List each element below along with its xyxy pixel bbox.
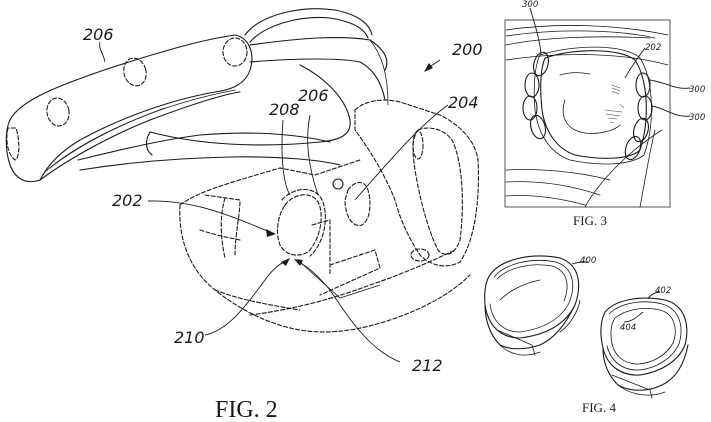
ref-numeral-210: 210	[174, 328, 205, 347]
leader-204	[354, 104, 449, 201]
fig4-ref-404: 404	[620, 323, 636, 333]
leader-206a	[99, 41, 106, 63]
fig4-ref-402: 402	[655, 286, 671, 296]
ref-numeral-206-inner: 206	[298, 86, 329, 105]
ref-numeral-200: 200	[452, 40, 483, 59]
ref-numeral-208: 208	[269, 100, 300, 119]
fig3-ref-300-lower-right: 300	[689, 113, 705, 123]
ref-numeral-204: 204	[448, 93, 479, 112]
ring-402	[600, 297, 689, 399]
fig2-drawing: 206 200 206 208 204 202 210 212	[5, 8, 483, 375]
ref-numeral-206-strap: 206	[83, 25, 114, 44]
ring-400	[484, 255, 581, 356]
fig3-ref-202: 202	[645, 43, 661, 53]
fig3-drawing: 300 202 300 300	[504, 0, 705, 208]
arrowhead-202	[266, 229, 276, 237]
fig2-caption: FIG. 2	[215, 397, 278, 422]
arrowhead-212	[294, 259, 303, 266]
arrowhead-210	[281, 258, 290, 266]
fig3-ref-300-top: 300	[522, 0, 538, 10]
arrowhead-200	[424, 63, 433, 72]
leader-210	[204, 261, 286, 336]
fig4-drawing: 400 402 404	[484, 255, 689, 399]
visor-housing	[179, 99, 479, 333]
leader-212	[297, 261, 401, 363]
leader-202	[147, 200, 271, 233]
fig4-caption: FIG. 4	[582, 400, 616, 415]
lens-hatching	[604, 84, 625, 124]
fig2-leaders	[99, 41, 449, 363]
fig4-ref-400: 400	[580, 256, 596, 266]
ref-numeral-212: 212	[412, 356, 443, 375]
ref-numeral-202: 202	[112, 191, 143, 210]
fig3-frame	[504, 19, 671, 208]
elements-300	[522, 51, 653, 161]
fig3-ref-300-upper-right: 300	[689, 85, 705, 95]
leader-208	[281, 119, 291, 196]
fig3-caption: FIG. 3	[573, 213, 607, 228]
leader-206b	[307, 114, 319, 196]
head-strap	[5, 8, 389, 183]
